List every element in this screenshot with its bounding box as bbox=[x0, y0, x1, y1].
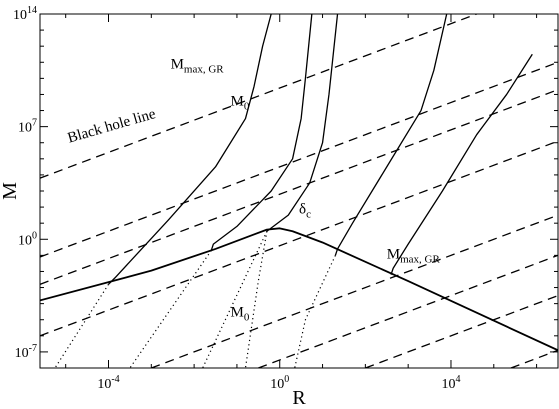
series-dashed-curve-1 bbox=[40, 61, 558, 258]
series-solid-curve-8 bbox=[40, 227, 558, 352]
annotation-m0-top: M0 bbox=[231, 94, 250, 113]
series-solid-curve-11 bbox=[266, 14, 339, 232]
annotation-delta-c: δc bbox=[299, 202, 311, 221]
series-dashed-curve-4 bbox=[151, 214, 558, 368]
series-dotted-curve-15 bbox=[129, 250, 212, 368]
y-tick-label: 100 bbox=[18, 230, 37, 248]
series-solid-curve-10 bbox=[210, 14, 313, 251]
series-dashed-curve-3 bbox=[40, 140, 558, 337]
x-tick-label: 100 bbox=[270, 374, 289, 392]
y-tick-label: 1014 bbox=[13, 5, 37, 23]
x-axis-label: R bbox=[292, 387, 306, 409]
chart-ticks bbox=[40, 13, 558, 369]
series-solid-curve-12 bbox=[334, 14, 448, 256]
series-dotted-curve-16 bbox=[202, 230, 268, 368]
series-dotted-curve-14 bbox=[54, 284, 110, 368]
series-solid-curve-9 bbox=[108, 14, 272, 285]
y-tick-label: 107 bbox=[18, 118, 37, 136]
series-dashed-curve-6 bbox=[365, 294, 558, 368]
annotation-m-max-gr-right: Mmax, GR bbox=[387, 247, 441, 266]
y-axis-label: M bbox=[0, 182, 21, 200]
x-tick-label: 104 bbox=[441, 374, 460, 392]
plot-frame bbox=[39, 13, 559, 369]
chart-tick-labels: 10-4 100 104 10-7 100 107 1014 bbox=[13, 5, 460, 392]
chart-curves bbox=[40, 14, 558, 368]
annotation-black-hole-line: Black hole line bbox=[66, 106, 158, 147]
series-dashed-curve-7 bbox=[510, 349, 558, 368]
y-tick-label: 10-7 bbox=[15, 343, 37, 361]
annotation-m-max-gr-top: Mmax, GR bbox=[171, 57, 225, 76]
series-dotted-curve-17 bbox=[244, 231, 268, 368]
series-dashed-curve-0 bbox=[40, 14, 479, 179]
x-tick-label: 10-4 bbox=[97, 374, 119, 392]
series-dotted-curve-18 bbox=[294, 255, 336, 368]
series-solid-curve-13 bbox=[390, 53, 533, 275]
series-dashed-curve-5 bbox=[258, 254, 558, 368]
series-dashed-curve-2 bbox=[40, 89, 558, 285]
annotation-m0-bottom: M0 bbox=[231, 305, 250, 324]
